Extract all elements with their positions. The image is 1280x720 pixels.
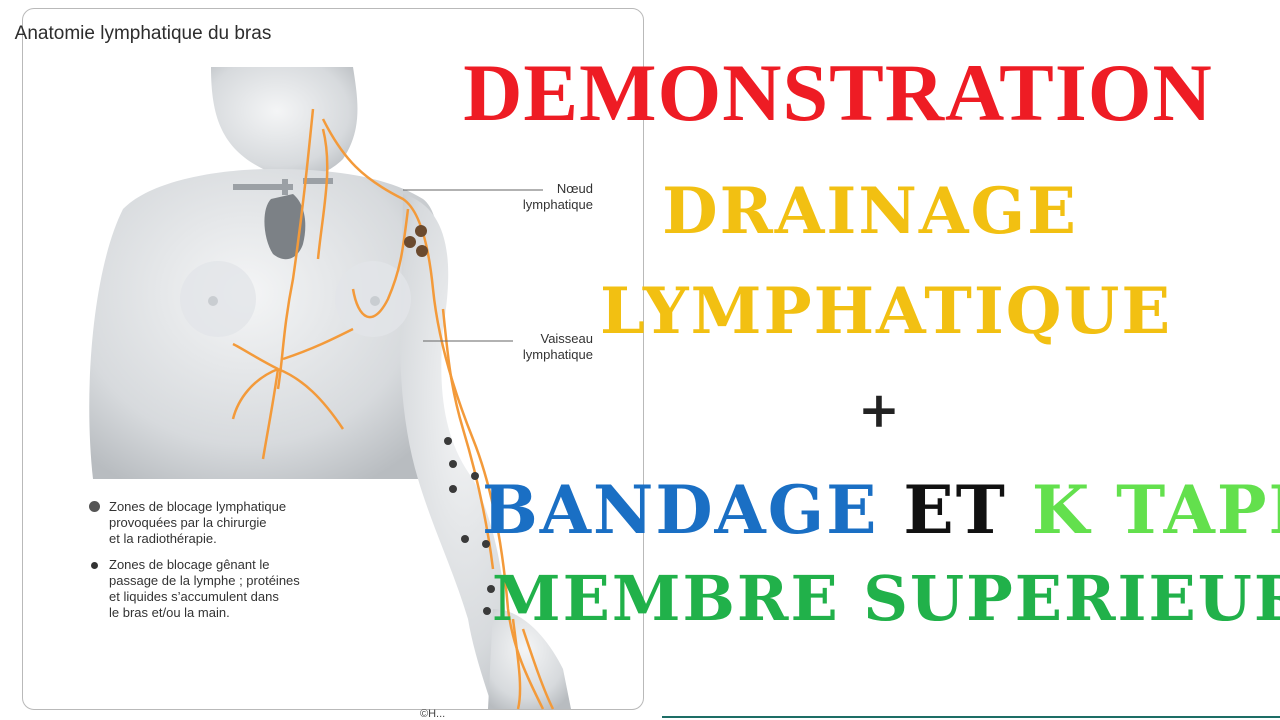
illustration-title: Anatomie lymphatique du bras bbox=[14, 23, 272, 44]
image-credit: ©Н... bbox=[420, 708, 446, 720]
large-dot-icon bbox=[89, 501, 100, 512]
lymph-nodes bbox=[404, 225, 428, 257]
blockage-dots bbox=[444, 437, 495, 615]
node-label: Nœud lymphatique bbox=[522, 181, 593, 212]
bandage-text: BANDAGE bbox=[482, 471, 879, 549]
lymphatique-text: LYMPHATIQUE bbox=[600, 274, 1173, 349]
heart-shape bbox=[264, 194, 306, 260]
headline-title: DEMONSTRATION bbox=[463, 47, 1213, 138]
bottom-divider bbox=[662, 716, 1280, 718]
small-dot-icon bbox=[91, 562, 98, 569]
vessel-label: Vaisseau lymphatique bbox=[522, 331, 593, 362]
torso-shape bbox=[89, 169, 438, 479]
membre-superieur-text: MEMBRE SUPERIEUR bbox=[492, 562, 1280, 635]
et-text: ET bbox=[903, 471, 1007, 549]
ktape-text: K TAPE bbox=[1031, 471, 1280, 549]
lymph-vessels bbox=[231, 108, 555, 710]
plus-sign: + bbox=[858, 380, 902, 439]
legend: Zones de blocage lymphatique provoquées … bbox=[87, 499, 347, 631]
neck-shape bbox=[211, 67, 358, 178]
bandage-ktape-line: BANDAGE ET K TAPE bbox=[482, 470, 1280, 550]
drainage-text: DRAINAGE bbox=[662, 174, 1078, 249]
legend-item-surgery: Zones de blocage lymphatique provoquées … bbox=[87, 499, 347, 547]
torso-arm-figure bbox=[89, 67, 571, 710]
hand-shape bbox=[488, 609, 571, 709]
arm-shape bbox=[400, 194, 543, 709]
legend-item-blockage: Zones de blocage gênant le passage de la… bbox=[87, 557, 347, 621]
anatomy-illustration-card: Anatomie lymphatique du bras bbox=[15, 8, 644, 710]
